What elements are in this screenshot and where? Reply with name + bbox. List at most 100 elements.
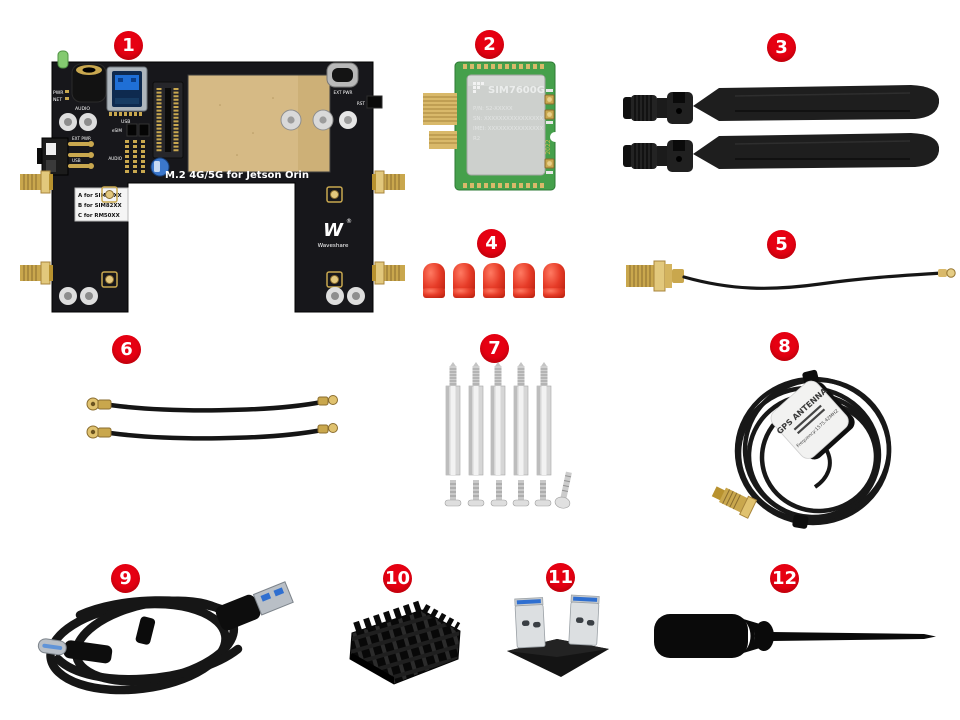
module-pn: P/N: S2-XXXXX — [473, 106, 513, 112]
item-badge-12: 12 — [770, 564, 799, 593]
sma-connector-left-upper — [20, 170, 53, 194]
net-label: NET — [53, 97, 62, 103]
item-badge-5: 5 — [767, 230, 796, 259]
audio-label: AUDIO — [75, 106, 90, 112]
screwdriver — [640, 590, 950, 674]
item-badge-1: 1 — [114, 31, 143, 60]
mount-holes-top-left — [59, 113, 97, 131]
capacitor — [150, 157, 170, 177]
cable-tie — [792, 514, 809, 529]
lte-antenna-1 — [623, 85, 939, 124]
ipex-pads — [101, 186, 343, 288]
antenna-blade — [693, 85, 939, 121]
coax-cable — [682, 271, 944, 290]
audio-jack — [71, 63, 107, 103]
item-badge-4: 4 — [477, 229, 506, 258]
rf-shield: SIM7600G P/N: S2-XXXXX SN: XXXXXXXXXXXXX… — [466, 74, 546, 176]
item-badge-6: 6 — [112, 335, 141, 364]
gps-antenna: GPS ANTENNA Frequency:1575.42MHZ — [705, 345, 920, 544]
sticker-line-2: B for SIM82XX — [78, 203, 122, 209]
red-protective-caps — [420, 250, 580, 314]
sma-connector-left-lower — [20, 261, 53, 285]
power-select-switch: EXT PWR USB — [37, 136, 94, 176]
board-title: M.2 4G/5G for Jetson Orin — [165, 170, 309, 181]
reset-button — [366, 95, 383, 109]
esim-label: eSIM — [112, 128, 122, 133]
lte-antenna-2 — [623, 133, 939, 172]
ext-pwr-port-label: EXT PWR — [334, 90, 353, 95]
solder-pads — [463, 64, 544, 188]
usb-a-male-left — [514, 597, 546, 649]
jumper-header: eSIM AUDIO — [108, 123, 150, 173]
waveshare-logo: W ® Waveshare — [318, 218, 352, 249]
module-sn: SN: XXXXXXXXXXXXXXXX — [473, 116, 543, 122]
standoffs-and-screws — [435, 358, 585, 522]
brand-name: Waveshare — [318, 243, 349, 249]
ipex-cable-1 — [86, 395, 338, 413]
red-cap — [483, 263, 505, 298]
heatsink-pin-tips — [421, 604, 461, 631]
item-badge-11: 11 — [546, 563, 575, 592]
standoff-posts — [280, 109, 357, 131]
standoffs — [445, 362, 552, 476]
module-rev: R2 — [473, 136, 480, 142]
usb-c-plug — [37, 638, 113, 664]
module-model: SIM7600G — [488, 85, 545, 96]
usb-switch-label: USB — [72, 158, 81, 163]
ipex-cables — [80, 385, 350, 459]
gps-sma-connector — [711, 486, 758, 519]
rst-label: RST — [357, 101, 366, 106]
item-badge-3: 3 — [767, 33, 796, 62]
item-badge-2: 2 — [475, 30, 504, 59]
pwr-label: PWR — [53, 90, 64, 96]
module-imei: IMEI: XXXXXXXXXXXXXXX — [473, 126, 543, 132]
usb3-pins — [109, 112, 142, 116]
mount-holes-bottom — [59, 287, 365, 305]
puck-cable — [813, 448, 832, 489]
antenna-blade — [693, 133, 939, 169]
antenna-connectors — [544, 89, 555, 174]
red-cap — [513, 263, 535, 298]
power-led — [57, 50, 69, 69]
m2-edge-connector — [423, 93, 457, 149]
usb-a-male-right — [568, 594, 600, 646]
item-badge-10: 10 — [383, 564, 412, 593]
sticker-line-1: A for SIM76XX — [78, 193, 123, 199]
usb3-port — [106, 66, 148, 112]
heatsink-base-edge — [350, 653, 394, 684]
item-badge-8: 8 — [770, 332, 799, 361]
item-badge-7: 7 — [480, 334, 509, 363]
simcom-logo — [473, 82, 484, 93]
m2-socket — [152, 81, 184, 159]
sma-connector-right-lower — [372, 261, 405, 285]
sma-ipex-pigtail — [620, 250, 960, 314]
screwdriver-silhouette — [654, 614, 936, 658]
heatsink-pin-tips — [353, 600, 422, 634]
ext-pwr-switch-label: EXT PWR — [72, 136, 91, 141]
registered-mark: ® — [346, 218, 352, 225]
ipex-cable-2 — [86, 423, 338, 441]
usb-a-plug — [215, 581, 294, 631]
usbc-port — [326, 62, 359, 88]
sma-female-connector — [626, 260, 684, 292]
screws — [444, 471, 572, 509]
red-cap — [453, 263, 475, 298]
item-badge-9: 9 — [111, 564, 140, 593]
sticker-line-3: C for RM50XX — [78, 213, 121, 219]
audio-header-label: AUDIO — [108, 156, 122, 161]
brand-mark: W — [323, 220, 344, 241]
sim7600g-module: SIM7600G P/N: S2-XXXXX SN: XXXXXXXXXXXXX… — [415, 55, 570, 199]
bridge-base-top — [507, 639, 609, 657]
usb-cable — [20, 555, 295, 709]
usb-port-label: USB — [121, 119, 130, 125]
lte-antennas — [615, 70, 960, 179]
red-cap — [423, 263, 445, 298]
cable-tie — [802, 369, 819, 385]
sma-connector-right-upper — [372, 170, 405, 194]
edge-notch — [550, 132, 560, 142]
module-year: 2022 — [545, 139, 552, 154]
heatsink — [330, 585, 475, 699]
usb-bridge-adapter — [495, 585, 625, 699]
m2-carrier-board: PWR NET AUDIO USB — [15, 50, 410, 324]
